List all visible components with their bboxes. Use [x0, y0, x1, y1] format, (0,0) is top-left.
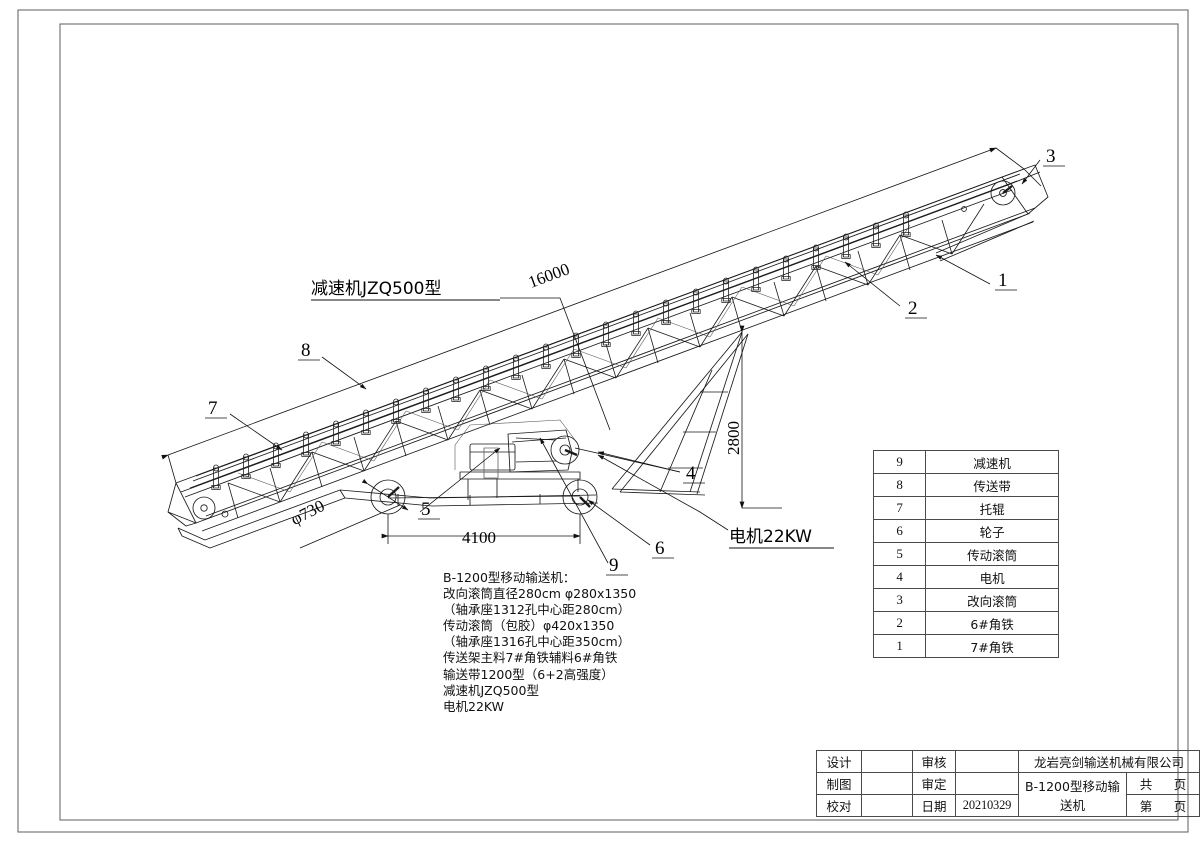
- part-index: 8: [872, 473, 927, 497]
- table-row: 9 减速机: [872, 450, 1059, 474]
- leader-lines: [205, 159, 1065, 576]
- title-block-row: 设计 审核 龙岩亮剑输送机械有限公司: [816, 750, 1200, 773]
- company-name: 龙岩亮剑输送机械有限公司: [1018, 750, 1200, 773]
- truss-web: [227, 203, 985, 519]
- spec-line: 电机22KW: [443, 698, 505, 714]
- checked-value: [861, 794, 913, 817]
- title-block-row: 制图 审定 B-1200型移动输送机 共 页: [816, 772, 1200, 817]
- total-pages-label-b: 页: [1173, 777, 1187, 792]
- part-name: 减速机: [925, 450, 1059, 474]
- table-row: 8 传送带: [872, 473, 1059, 497]
- part-index: 4: [872, 565, 927, 589]
- part-index: 3: [872, 588, 927, 612]
- callout-3: 3: [1046, 146, 1056, 167]
- callout-5: 5: [421, 499, 431, 520]
- checked-label: 校对: [816, 794, 862, 817]
- callout-8: 8: [301, 340, 311, 361]
- tail-end-assembly: [167, 482, 346, 549]
- drawn-value: [861, 772, 913, 795]
- support-leg: [611, 331, 749, 496]
- motor-label: 电机22KW: [729, 527, 812, 547]
- part-name: 7#角铁: [925, 634, 1059, 658]
- review-value: [955, 750, 1019, 773]
- undercarriage-frame: [339, 489, 599, 507]
- total-pages-label-a: 共: [1139, 777, 1153, 792]
- callout-6: 6: [655, 538, 665, 559]
- part-name: 传送带: [925, 473, 1059, 497]
- part-name: 6#角铁: [925, 611, 1059, 635]
- date-label: 日期: [912, 794, 956, 817]
- table-row: 6 轮子: [872, 519, 1059, 543]
- dimension-lines: [161, 147, 1025, 549]
- part-index: 2: [872, 611, 927, 635]
- spec-line: （轴承座1316孔中心距350cm）: [443, 634, 631, 650]
- approve-label: 审定: [912, 772, 956, 795]
- design-value: [861, 750, 913, 773]
- part-name: 改向滚筒: [925, 588, 1059, 612]
- total-pages-cell: 共 页: [1126, 772, 1200, 795]
- spec-line: 传送架主料7#角铁辅料6#角铁: [443, 650, 618, 666]
- review-label: 审核: [912, 750, 956, 773]
- sheet-border: [17, 9, 1189, 833]
- part-name: 托辊: [925, 496, 1059, 520]
- table-row: 5 传动滚筒: [872, 542, 1059, 566]
- design-label: 设计: [816, 750, 862, 773]
- dimension-wheelbase-4100: 4100: [462, 528, 496, 547]
- approve-value: [955, 772, 1019, 795]
- drive-machinery: [459, 429, 581, 500]
- product-name: B-1200型移动输送机: [1018, 772, 1127, 817]
- page-number-cell: 第 页: [1126, 794, 1200, 817]
- dimension-height-2800: 2800: [724, 421, 743, 455]
- callout-7: 7: [208, 398, 218, 419]
- specification-notes: B-1200型移动输送机： 改向滚筒直径280cm φ280x1350 （轴承座…: [443, 570, 636, 715]
- table-row: 4 电机: [872, 565, 1059, 589]
- date-value: 20210329: [955, 794, 1019, 817]
- spec-line: （轴承座1312孔中心距280cm）: [443, 602, 631, 618]
- part-index: 5: [872, 542, 927, 566]
- spec-line: 减速机JZQ500型: [443, 682, 539, 698]
- callout-1: 1: [998, 270, 1008, 291]
- page-label-a: 第: [1139, 799, 1153, 814]
- spec-line: B-1200型移动输送机：: [443, 570, 576, 585]
- title-block: 设计 审核 龙岩亮剑输送机械有限公司 制图 审定 B-1200型移动输送机 共 …: [816, 750, 1200, 817]
- page-label-b: 页: [1173, 799, 1187, 814]
- table-row: 7 托辊: [872, 496, 1059, 520]
- spec-line: 传动滚筒（包胶）φ420x1350: [443, 618, 615, 634]
- part-index: 9: [872, 450, 927, 474]
- part-name: 轮子: [925, 519, 1059, 543]
- title-block-row: 校对 日期 20210329 第 页: [816, 794, 1200, 817]
- table-row: 3 改向滚筒: [872, 588, 1059, 612]
- spec-line: 改向滚筒直径280cm φ280x1350: [443, 586, 637, 602]
- table-row: 1 7#角铁: [872, 634, 1059, 658]
- part-index: 1: [872, 634, 927, 658]
- callout-2: 2: [908, 298, 918, 319]
- part-name: 传动滚筒: [925, 542, 1059, 566]
- reducer-label: 减速机JZQ500型: [311, 279, 442, 299]
- part-index: 6: [872, 519, 927, 543]
- table-row: 2 6#角铁: [872, 611, 1059, 635]
- spec-line: 输送带1200型（6+2高强度）: [443, 666, 614, 682]
- drawn-label: 制图: [816, 772, 862, 795]
- part-name: 电机: [925, 565, 1059, 589]
- head-end-assembly: [935, 164, 1049, 262]
- part-index: 7: [872, 496, 927, 520]
- parts-table: 9 减速机 8 传送带 7 托辊 6 轮子 5 传动滚筒 4 电机 3 改向滚筒…: [872, 450, 1059, 658]
- callout-9: 9: [609, 555, 619, 576]
- callout-4: 4: [686, 463, 696, 484]
